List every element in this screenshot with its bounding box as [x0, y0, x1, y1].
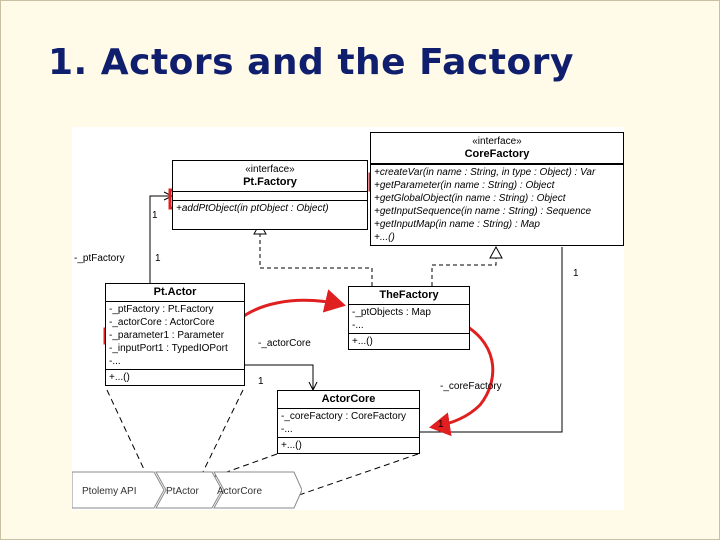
- assoc-label-mult: 1: [258, 376, 264, 387]
- assoc-label-role: -_coreFactory: [440, 381, 502, 392]
- zoom-line-1: [106, 389, 149, 479]
- core-factory-op: +createVar(in name : String, in type : O…: [374, 167, 596, 178]
- core-factory-name: CoreFactory: [464, 148, 530, 160]
- pt-factory-name: Pt.Factory: [243, 176, 297, 188]
- actor-core-attributes: -_coreFactory : CoreFactory -...: [278, 409, 419, 438]
- class-pt-factory: «interface» Pt.Factory +addPtObject(in p…: [172, 160, 368, 230]
- core-factory-op: +...(): [374, 232, 395, 243]
- core-factory-operations: +createVar(in name : String, in type : O…: [371, 165, 623, 245]
- core-factory-stereotype: «interface»: [472, 136, 522, 147]
- breadcrumb-item: PtActor: [166, 486, 199, 497]
- assoc-label-role: -_actorCore: [258, 338, 311, 349]
- pt-actor-attr: -_inputPort1 : TypedIOPort: [109, 343, 228, 354]
- assoc-label-mult: 1: [438, 419, 444, 430]
- zoom-line-3: [209, 453, 278, 479]
- the-factory-operations: +...(): [349, 334, 469, 349]
- breadcrumb-segment-ptactor: [155, 471, 223, 509]
- pt-actor-attributes: -_ptFactory : Pt.Factory -_actorCore : A…: [106, 302, 244, 370]
- pt-factory-attributes: [173, 192, 367, 201]
- pt-actor-op: +...(): [109, 372, 130, 383]
- realize-corefactory: [431, 258, 497, 286]
- the-factory-op: +...(): [352, 336, 373, 347]
- actor-core-operations: +...(): [278, 438, 419, 453]
- class-actor-core: ActorCore -_coreFactory : CoreFactory -.…: [277, 390, 420, 454]
- pt-actor-name: Pt.Actor: [153, 286, 197, 298]
- core-factory-op: +getInputMap(in name : String) : Map: [374, 219, 540, 230]
- the-factory-attr: -...: [352, 320, 364, 331]
- assoc-label-role: -_ptFactory: [74, 253, 125, 264]
- pt-actor-attr: -...: [109, 356, 121, 367]
- core-factory-attributes: [371, 164, 623, 165]
- the-factory-attributes: -_ptObjects : Map -...: [349, 305, 469, 334]
- assoc-actorcore: [243, 364, 314, 390]
- pt-factory-operations: +addPtObject(in ptObject : Object): [173, 201, 367, 229]
- breadcrumb: [72, 471, 302, 509]
- pt-factory-stereotype: «interface»: [245, 164, 295, 175]
- assoc-corefactory: [418, 247, 563, 433]
- core-factory-op: +getGlobalObject(in name : String) : Obj…: [374, 193, 566, 204]
- realize-ptfactory: [259, 234, 373, 286]
- breadcrumb-segment-actorcore: [213, 471, 302, 509]
- zoom-line-2: [199, 389, 244, 479]
- slide-title: 1. Actors and the Factory: [48, 42, 574, 83]
- pt-actor-attr: -_parameter1 : Parameter: [109, 330, 225, 341]
- assoc-label-mult: 1: [573, 268, 579, 279]
- class-the-factory: TheFactory -_ptObjects : Map -... +...(): [348, 286, 470, 350]
- breadcrumb-item: Ptolemy API: [82, 486, 137, 497]
- the-factory-attr: -_ptObjects : Map: [352, 307, 431, 318]
- assoc-label-mult: 1: [152, 210, 158, 221]
- actor-core-attr: -...: [281, 424, 293, 435]
- core-factory-op: +getInputSequence(in name : String) : Se…: [374, 206, 592, 217]
- actor-core-name: ActorCore: [321, 393, 376, 405]
- core-factory-op: +getParameter(in name : String) : Object: [374, 180, 555, 191]
- realize-corefactory-triangle: [489, 245, 503, 259]
- pt-actor-attr: -_actorCore : ActorCore: [109, 317, 215, 328]
- actor-core-attr: -_coreFactory : CoreFactory: [281, 411, 407, 422]
- breadcrumb-item: ActorCore: [217, 486, 263, 497]
- breadcrumb-segment-ptolemy: [72, 471, 165, 509]
- assoc-label-mult: 1: [155, 253, 161, 264]
- pt-factory-op: +addPtObject(in ptObject : Object): [176, 203, 329, 214]
- assoc-ptfactory: [149, 195, 172, 283]
- actor-core-op: +...(): [281, 440, 302, 451]
- flow-arrow-factory-to-core: [429, 318, 495, 437]
- class-pt-actor: Pt.Actor -_ptFactory : Pt.Factory -_acto…: [105, 283, 245, 386]
- pt-actor-attr: -_ptFactory : Pt.Factory: [109, 304, 214, 315]
- class-core-factory: «interface» CoreFactory +createVar(in na…: [370, 132, 624, 246]
- pt-actor-operations: +...(): [106, 370, 244, 385]
- the-factory-name: TheFactory: [379, 289, 439, 301]
